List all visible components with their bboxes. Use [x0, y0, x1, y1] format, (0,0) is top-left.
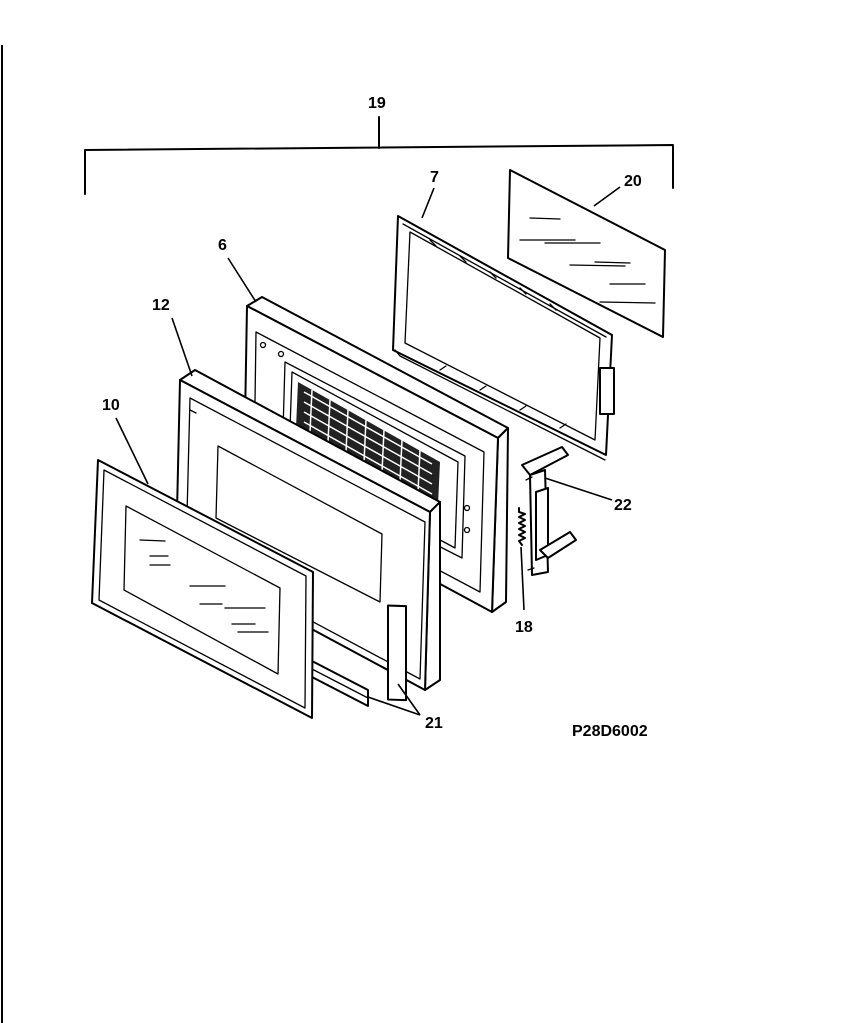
figure-code: P28D6002 — [572, 723, 648, 740]
callout-12: 12 — [152, 297, 170, 314]
part-outer-door-panel — [91, 459, 314, 719]
leader-lines — [115, 186, 621, 716]
callout-18: 18 — [515, 619, 533, 636]
part-latch-spring — [518, 507, 526, 546]
callout-20: 20 — [624, 173, 642, 190]
callout-10: 10 — [102, 397, 120, 414]
part-door-latch — [521, 446, 577, 576]
callout-6: 6 — [218, 237, 227, 254]
callout-7: 7 — [430, 169, 439, 186]
assembly-bracket — [84, 116, 674, 195]
callout-19: 19 — [368, 95, 386, 112]
part-door-frame — [392, 215, 615, 461]
callout-22: 22 — [614, 497, 632, 514]
callout-21: 21 — [425, 715, 443, 732]
vent-mesh — [296, 382, 440, 505]
part-door-frame-front — [175, 369, 441, 702]
part-door-trim-strips — [309, 659, 369, 707]
part-door-glass — [507, 169, 666, 338]
